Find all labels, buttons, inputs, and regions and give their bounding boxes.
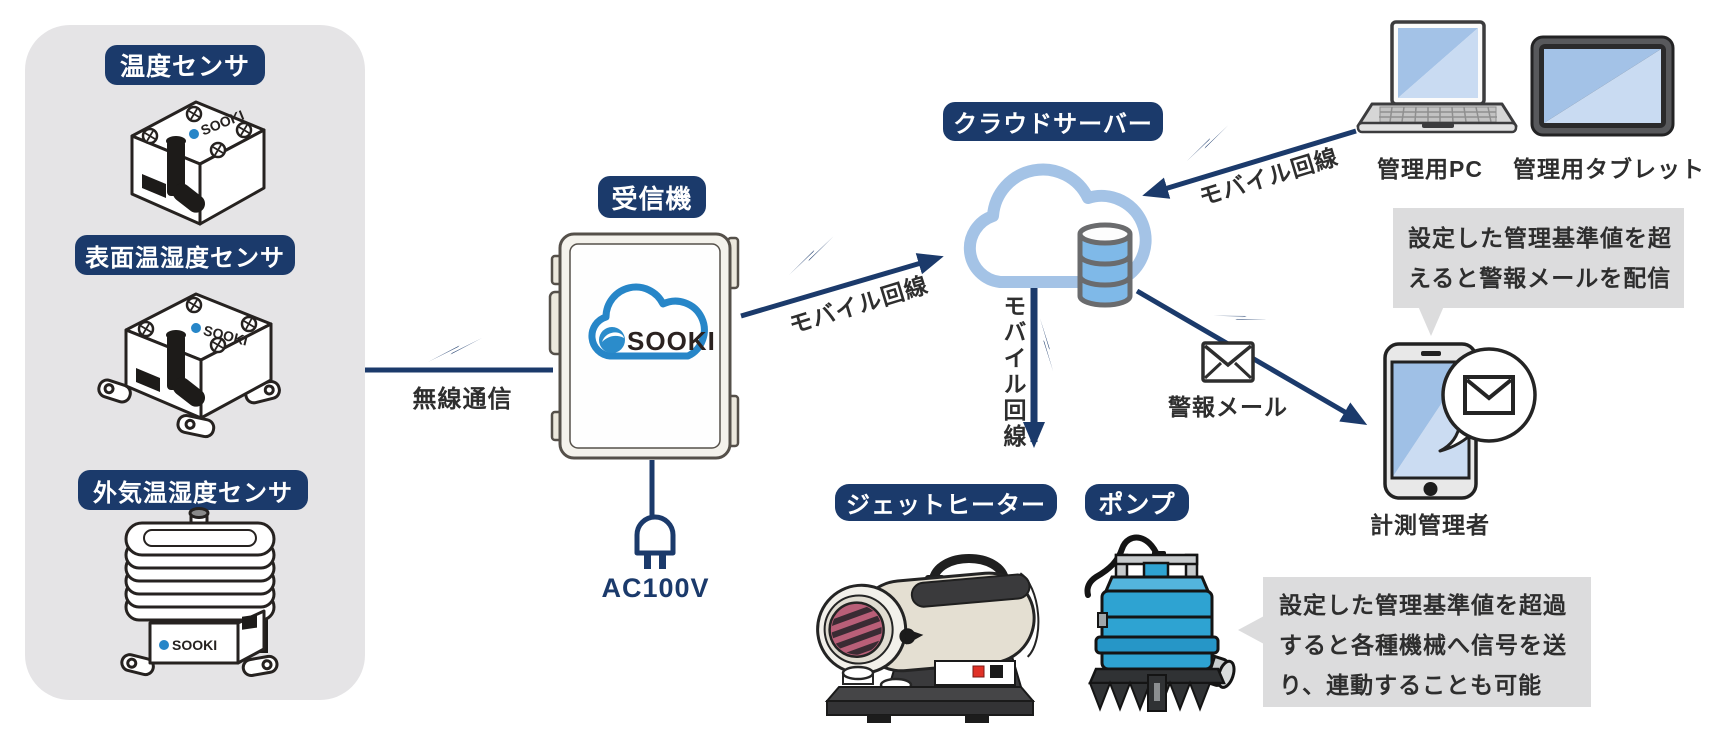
temperature-sensor-label: 温度センサ (105, 45, 265, 85)
database-icon (1077, 222, 1133, 308)
svg-text:SOOKI: SOOKI (172, 637, 217, 653)
alert-mail-label: 警報メール (1168, 394, 1288, 420)
pump-label: ポンプ (1085, 484, 1189, 521)
cloud-pc-line (1142, 128, 1357, 199)
mail-bubble-icon (1438, 347, 1537, 453)
outdoor-sensor-icon: SOOKI (120, 507, 279, 677)
lightning-bolt-icon (428, 338, 482, 362)
receiver-box-icon: SOOKI (548, 232, 740, 460)
surface-sensor-label: 表面温湿度センサ (75, 235, 295, 275)
outdoor-sensor-label: 外気温湿度センサ (78, 470, 308, 510)
jet-heater-label: ジェットヒーター (835, 484, 1057, 521)
machine-callout-tail (1238, 616, 1264, 644)
cloud-server-label: クラウドサーバー (943, 102, 1163, 141)
lightning-bolt-icon (1213, 315, 1269, 320)
surface-sensor-icon: SOOKI (97, 292, 281, 439)
antenna (166, 330, 206, 407)
machine-callout-line2: すると各種機械へ信号を送 (1279, 632, 1567, 658)
sooki-cloud-logo: SOOKI (588, 283, 716, 360)
receiver-label: 受信機 (598, 176, 706, 218)
temperature-sensor-icon: SOOKI (130, 100, 266, 226)
machine-callout-line3: り、連動することも可能 (1279, 672, 1543, 698)
power-label: AC100V (601, 573, 710, 603)
alert-mail-icon (1201, 341, 1255, 383)
wireless-link-label: 無線通信 (412, 386, 513, 413)
machine-callout-line1: 設定した管理基準値を超過 (1279, 592, 1567, 618)
manager-label: 計測管理者 (1370, 512, 1490, 538)
laptop-icon (1356, 20, 1518, 134)
antenna (166, 136, 206, 213)
tablet-icon (1530, 35, 1675, 137)
jet-heater-icon (816, 554, 1040, 723)
tablet-label: 管理用タブレット (1513, 156, 1705, 182)
lightning-bolt-icon (789, 236, 834, 275)
machine-callout: 設定した管理基準値を超過 すると各種機械へ信号を送 り、連動することも可能 (1263, 577, 1591, 707)
alert-callout-tail (1418, 306, 1444, 336)
alert-callout: 設定した管理基準値を超 えると警報メールを配信 (1393, 208, 1684, 308)
envelope-icon (1463, 375, 1515, 415)
mobile-line-label-3: モバイル回線 (1000, 294, 1026, 450)
alert-callout-line1: 設定した管理基準値を超 (1408, 225, 1672, 251)
alert-callout-line2: えると警報メールを配信 (1408, 265, 1672, 291)
pc-label: 管理用PC (1377, 156, 1483, 182)
receiver-cloud-line (740, 253, 944, 319)
lightning-bolt-icon (1186, 125, 1229, 162)
sooki-logo: SOOKI (159, 637, 217, 653)
svg-text:SOOKI: SOOKI (627, 326, 716, 356)
power-plug-icon (634, 514, 676, 569)
pump-icon (1084, 534, 1236, 712)
